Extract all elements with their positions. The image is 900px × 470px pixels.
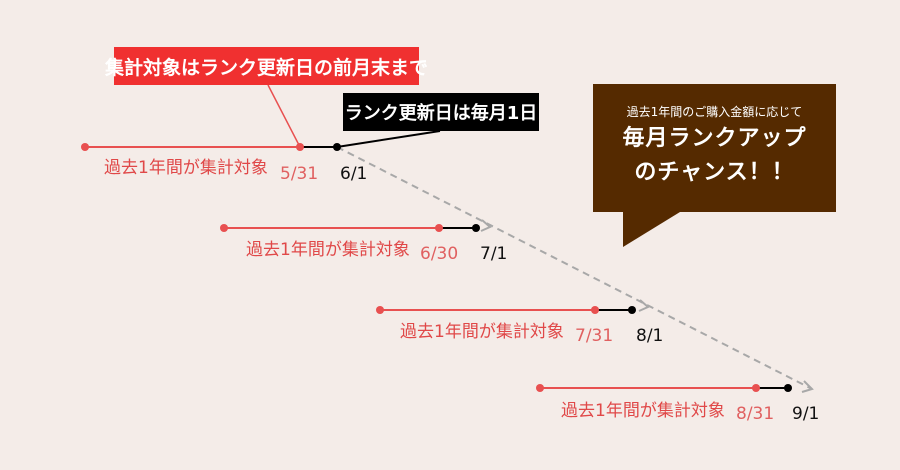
aggregation-rule-callout: 集計対象はランク更新日の前月末まで (105, 47, 428, 85)
speech-bubble: 過去1年間のご購入金額に応じて 毎月ランクアップ のチャンス！！ (593, 84, 836, 212)
update-date: 9/1 (792, 404, 820, 424)
period-label: 過去1年間が集計対象 (400, 322, 564, 342)
period-label: 過去1年間が集計対象 (561, 401, 725, 421)
progression-dashed-line (336, 146, 813, 390)
update-day-callout: ランク更新日は毎月1日 (343, 93, 539, 131)
arrow-head-icon (801, 380, 814, 393)
arrow-head-icon (638, 299, 650, 312)
update-date: 6/1 (340, 164, 368, 184)
bubble-headline-2: のチャンス！！ (634, 160, 795, 185)
end-date: 8/31 (736, 404, 775, 424)
timeline-row-4 (536, 384, 792, 392)
callout-connector-black (336, 130, 441, 148)
update-date: 7/1 (480, 244, 508, 264)
bubble-subtitle: 過去1年間のご購入金額に応じて (626, 105, 803, 119)
timeline-row-3 (376, 306, 636, 314)
period-label: 過去1年間が集計対象 (104, 158, 268, 178)
arrow-head-icon (480, 219, 492, 232)
bubble-headline-1: 毎月ランクアップ (622, 126, 807, 151)
period-label: 過去1年間が集計対象 (246, 240, 410, 260)
end-date: 7/31 (575, 326, 614, 346)
update-date: 8/1 (636, 326, 664, 346)
end-date: 5/31 (280, 164, 319, 184)
end-date: 6/30 (420, 244, 459, 264)
timeline-row-2 (220, 224, 480, 232)
callout-connector-red (267, 84, 301, 148)
timeline-row-1 (81, 143, 341, 151)
bubble-tail (623, 212, 680, 247)
